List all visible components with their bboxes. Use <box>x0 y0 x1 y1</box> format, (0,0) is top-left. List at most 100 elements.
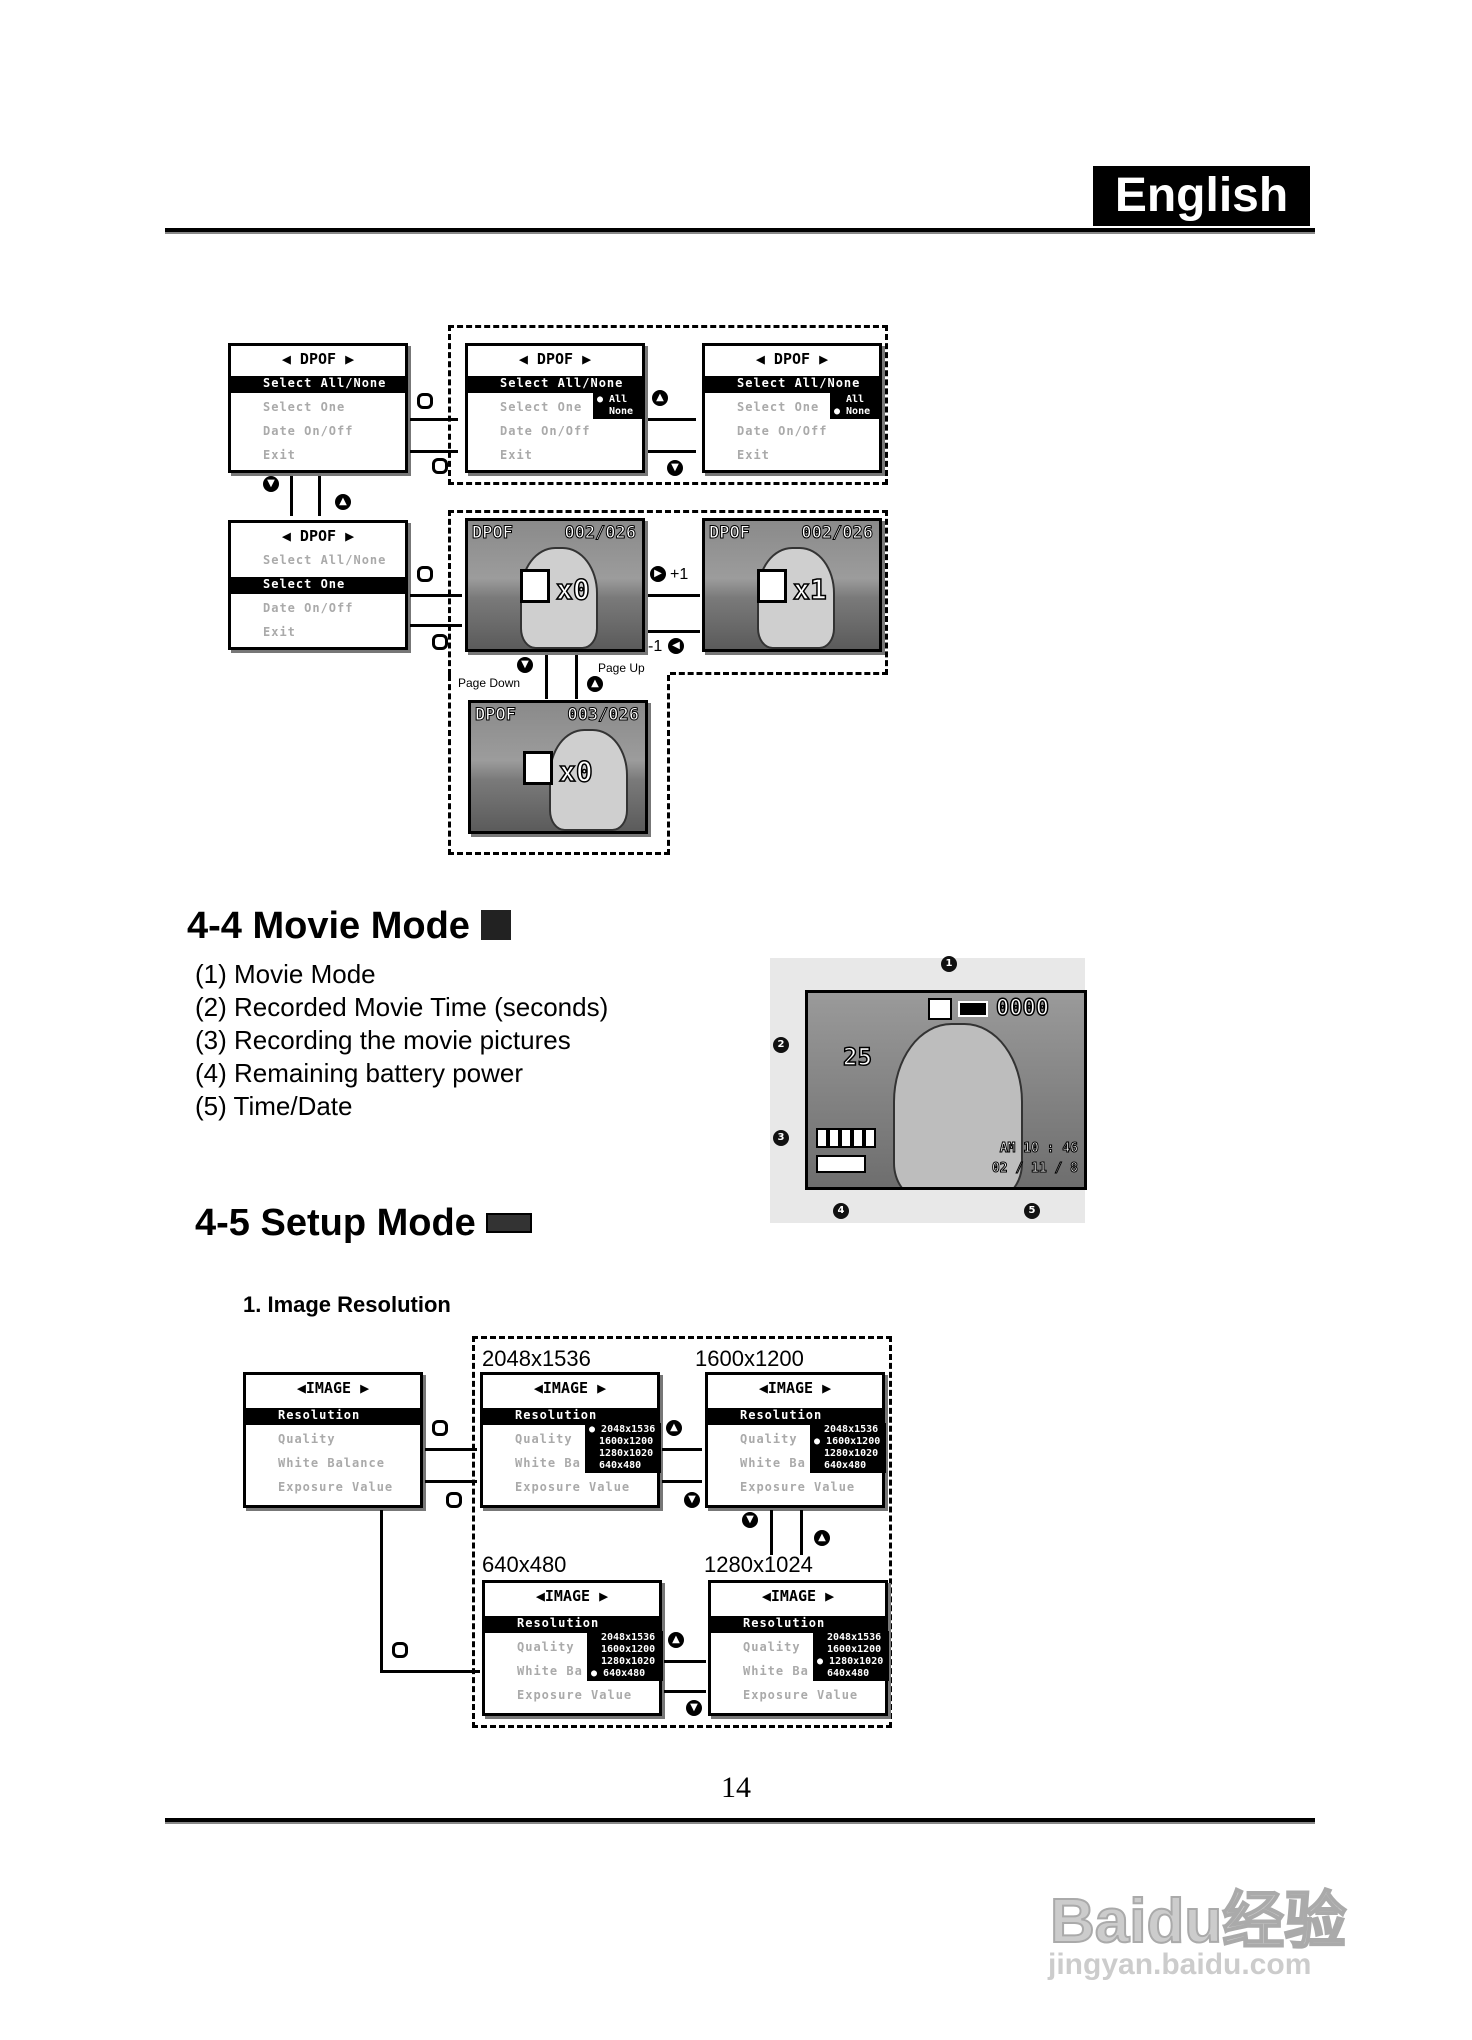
option[interactable]: 2048x1536 <box>817 1632 885 1644</box>
list-item: (3) Recording the movie pictures <box>195 1024 608 1057</box>
page-number: 14 <box>0 1771 1472 1805</box>
connector-line <box>380 1510 383 1670</box>
res-label-2048: 2048x1536 <box>482 1346 591 1372</box>
menu-item[interactable]: Resolution <box>246 1408 420 1425</box>
minus-one-label: -1 <box>648 638 662 656</box>
image-counter: 003/026 <box>567 705 639 725</box>
menu-title: ◀IMAGE ▶ <box>711 1587 885 1605</box>
image-menu-1280: ◀IMAGE ▶ Resolution Quality White Ba Exp… <box>708 1580 888 1716</box>
option[interactable]: 1600x1200 <box>589 1436 657 1448</box>
up-button-icon: ▲ <box>814 1530 830 1546</box>
arrow-down <box>545 655 548 699</box>
all-none-popup[interactable]: ● All None <box>593 393 645 419</box>
recording-icon <box>816 1128 876 1148</box>
image-menu-2048: ◀IMAGE ▶ Resolution Quality White Ba Exp… <box>480 1372 660 1508</box>
print-quantity: x0 <box>556 573 590 606</box>
arrow-right <box>662 1448 702 1451</box>
option[interactable]: 1280x1020 <box>814 1448 882 1460</box>
ok-button-icon <box>417 393 433 409</box>
arrow-right <box>380 1670 480 1673</box>
menu-item[interactable]: Select All/None <box>231 553 405 570</box>
option[interactable]: 2048x1536 <box>591 1632 659 1644</box>
option-selected[interactable]: ● 1600x1200 <box>814 1436 882 1448</box>
menu-item[interactable]: Select All/None <box>231 376 405 393</box>
option[interactable]: 1600x1200 <box>591 1644 659 1656</box>
res-label-1280: 1280x1024 <box>704 1552 813 1578</box>
menu-item[interactable]: Exit <box>705 448 879 465</box>
popup-option-all[interactable]: All <box>834 394 878 406</box>
menu-item[interactable]: White Balance <box>246 1456 420 1473</box>
print-icon <box>520 569 550 603</box>
menu-title: ◀IMAGE ▶ <box>708 1379 882 1397</box>
resolution-popup[interactable]: ● 2048x1536 1600x1200 1280x1020 640x480 <box>585 1423 661 1473</box>
menu-item[interactable]: Exit <box>231 448 405 465</box>
menu-title: ◀ DPOF ▶ <box>705 350 879 368</box>
menu-item[interactable]: Exposure Value <box>708 1480 882 1497</box>
resolution-popup[interactable]: 2048x1536 ● 1600x1200 1280x1020 640x480 <box>810 1423 886 1473</box>
option[interactable]: 1280x1020 <box>591 1656 659 1668</box>
menu-item[interactable]: Exposure Value <box>246 1480 420 1497</box>
movie-time: 25 <box>843 1043 872 1071</box>
right-button-icon: ▶ <box>650 566 666 582</box>
option-selected[interactable]: ● 640x480 <box>591 1668 659 1680</box>
menu-item[interactable]: Select One <box>231 577 405 594</box>
popup-option-none[interactable]: None <box>597 406 641 418</box>
ok-button-icon <box>432 458 448 474</box>
menu-item[interactable]: Date On/Off <box>468 424 642 441</box>
option[interactable]: 640x480 <box>589 1460 657 1472</box>
down-button-icon: ▼ <box>686 1700 702 1716</box>
menu-item[interactable]: Exit <box>468 448 642 465</box>
menu-title: ◀IMAGE ▶ <box>485 1587 659 1605</box>
resolution-popup[interactable]: 2048x1536 1600x1200 ● 1280x1020 640x480 <box>813 1631 889 1681</box>
arrow-right <box>410 418 458 421</box>
arrow-right <box>410 594 462 597</box>
arrow-up <box>800 1510 803 1555</box>
menu-item[interactable]: Date On/Off <box>231 424 405 441</box>
menu-item[interactable]: Exit <box>231 625 405 642</box>
battery-remaining-icon <box>816 1155 866 1173</box>
image-menu-640: ◀IMAGE ▶ Resolution Quality White Ba Exp… <box>482 1580 662 1716</box>
menu-title: ◀ DPOF ▶ <box>468 350 642 368</box>
ok-button-icon <box>417 566 433 582</box>
option[interactable]: 2048x1536 <box>814 1424 882 1436</box>
option[interactable]: 1280x1020 <box>589 1448 657 1460</box>
arrow-right <box>648 594 700 597</box>
menu-item[interactable]: Exposure Value <box>483 1480 657 1497</box>
battery-status-icon <box>958 1001 988 1017</box>
option-selected[interactable]: ● 2048x1536 <box>589 1424 657 1436</box>
option-selected[interactable]: ● 1280x1020 <box>817 1656 885 1668</box>
print-quantity: x0 <box>559 755 593 788</box>
callout-2: 2 <box>773 1037 789 1053</box>
arrow-left <box>425 1480 477 1483</box>
clock-readout: AM 10 : 46 <box>1000 1141 1078 1156</box>
up-button-icon: ▲ <box>335 494 351 510</box>
ok-button-icon <box>446 1492 462 1508</box>
resolution-popup[interactable]: 2048x1536 1600x1200 1280x1020 ● 640x480 <box>587 1631 663 1681</box>
menu-item[interactable]: Quality <box>246 1432 420 1449</box>
option[interactable]: 1600x1200 <box>817 1644 885 1656</box>
menu-item[interactable]: Exposure Value <box>711 1688 885 1705</box>
ok-button-icon <box>432 634 448 650</box>
print-quantity: x1 <box>793 573 827 606</box>
menu-item[interactable]: Select One <box>231 400 405 417</box>
all-none-popup[interactable]: All ● None <box>830 393 882 419</box>
option[interactable]: 640x480 <box>817 1668 885 1680</box>
menu-item[interactable]: Select All/None <box>705 376 879 393</box>
arrow-up <box>575 655 578 699</box>
arrow-right <box>664 1660 706 1663</box>
down-button-icon: ▼ <box>684 1492 700 1508</box>
up-button-icon: ▲ <box>666 1420 682 1436</box>
popup-option-all[interactable]: ● All <box>597 394 641 406</box>
setup-mode-heading: 4-5 Setup Mode <box>195 1202 532 1245</box>
menu-item[interactable]: Exposure Value <box>485 1688 659 1705</box>
popup-option-none[interactable]: ● None <box>834 406 878 418</box>
callout-5: 5 <box>1024 1203 1040 1219</box>
image-menu-1600: ◀IMAGE ▶ Resolution Quality White Ba Exp… <box>705 1372 885 1508</box>
movie-icon <box>481 910 511 940</box>
menu-item[interactable]: Date On/Off <box>231 601 405 618</box>
menu-item[interactable]: Select All/None <box>468 376 642 393</box>
option[interactable]: 640x480 <box>814 1460 882 1472</box>
menu-item[interactable]: Date On/Off <box>705 424 879 441</box>
page-down-label: Page Down <box>458 676 520 690</box>
up-button-icon: ▲ <box>668 1632 684 1648</box>
